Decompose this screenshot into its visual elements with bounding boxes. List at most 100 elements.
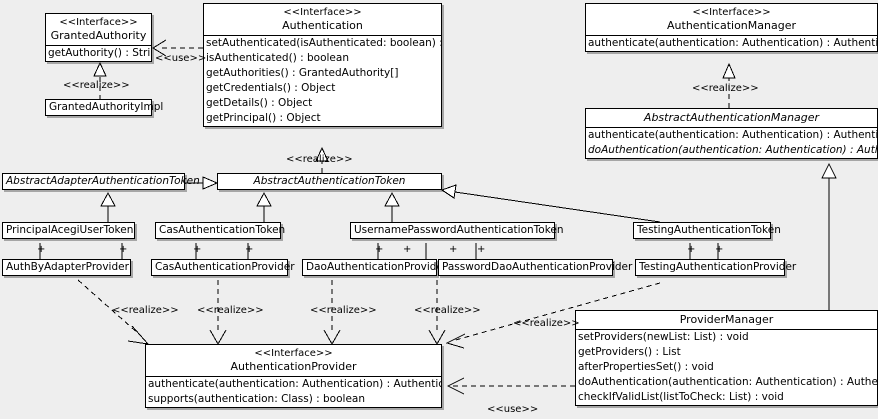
class-name-label: CasAuthenticationProvider bbox=[155, 261, 295, 273]
arrowhead-generalization-abstractauthtoken-left bbox=[202, 176, 219, 190]
class-box-abstract-adapter-authentication-token[interactable]: AbstractAdapterAuthenticationToken bbox=[2, 173, 200, 190]
arrowhead-realize-ap-pwddao bbox=[428, 329, 446, 346]
arrowhead-generalization-abstractauthtoken-cas bbox=[256, 191, 272, 207]
class-header-cas-authentication-provider: CasAuthenticationProvider bbox=[152, 260, 295, 275]
association-marker-plus: + bbox=[119, 244, 128, 255]
edge-generalization-testingauthenticationtoken bbox=[454, 191, 661, 223]
class-header-testing-authentication-token: TestingAuthenticationToken bbox=[634, 223, 781, 238]
edge-label-realize-dao-authentication-provider: <<realize>> bbox=[310, 305, 377, 316]
stereotype-label: <<Interface>> bbox=[59, 17, 138, 28]
member-row: getProviders() : List bbox=[578, 346, 681, 358]
class-name-label: CasAuthenticationToken bbox=[159, 224, 286, 236]
member-row: authenticate(authentication: Authenticat… bbox=[588, 129, 877, 141]
class-members-authentication: setAuthenticated(isAuthenticated: boolea… bbox=[204, 36, 441, 126]
class-name-label: PasswordDaoAuthenticationProvider bbox=[442, 261, 633, 273]
class-header-testing-authentication-provider: TestingAuthenticationProvider bbox=[636, 260, 796, 275]
class-name-label: AuthByAdapterProvider bbox=[6, 261, 129, 273]
stereotype-label: <<Interface>> bbox=[254, 348, 333, 359]
class-header-cas-authentication-token: CasAuthenticationToken bbox=[156, 223, 286, 238]
class-header-username-password-authentication-token: UsernamePasswordAuthenticationToken bbox=[351, 223, 564, 238]
arrowhead-generalization-abstractauthenticationmanager bbox=[821, 162, 837, 179]
class-box-principal-acegi-user-token[interactable]: PrincipalAcegiUserToken bbox=[2, 222, 135, 239]
class-name-label: PrincipalAcegiUserToken bbox=[6, 224, 134, 236]
class-box-username-password-authentication-token[interactable]: UsernamePasswordAuthenticationToken bbox=[350, 222, 564, 239]
class-divider bbox=[146, 376, 441, 377]
class-name-label: Authentication bbox=[282, 19, 363, 32]
class-box-abstract-authentication-token[interactable]: AbstractAuthenticationToken bbox=[217, 173, 442, 190]
edge-label-realize-abstract-authentication-token: <<realize>> bbox=[286, 154, 353, 165]
class-header-abstract-adapter-authentication-token: AbstractAdapterAuthenticationToken bbox=[3, 174, 200, 189]
member-row: doAuthentication(authentication: Authent… bbox=[588, 144, 877, 156]
edge-label-realize-testing-authentication-provider: <<realize>> bbox=[513, 318, 580, 329]
member-row: supports(authentication: Class) : boolea… bbox=[148, 393, 365, 405]
association-marker-plus: + bbox=[715, 244, 724, 255]
class-box-password-dao-authentication-provider[interactable]: PasswordDaoAuthenticationProvider bbox=[438, 259, 633, 276]
class-box-granted-authority-impl[interactable]: GrantedAuthorityImpl bbox=[45, 99, 163, 116]
arrowhead-realize-ap-cas bbox=[209, 329, 227, 346]
class-members-granted-authority: getAuthority() : String bbox=[46, 46, 151, 61]
class-header-dao-authentication-provider: DaoAuthenticationProvider bbox=[303, 260, 448, 275]
class-name-label: AbstractAuthenticationManager bbox=[643, 111, 820, 124]
stereotype-label: <<Interface>> bbox=[283, 7, 362, 18]
class-name-label: AuthenticationProvider bbox=[230, 360, 357, 373]
member-row: authenticate(authentication: Authenticat… bbox=[148, 378, 441, 390]
class-box-authentication-provider[interactable]: <<Interface>> AuthenticationProvider aut… bbox=[145, 344, 442, 408]
class-divider bbox=[46, 45, 151, 46]
edge-label-realize-abstract-authentication-manager: <<realize>> bbox=[692, 83, 759, 94]
member-row: setProviders(newList: List) : void bbox=[578, 331, 749, 343]
class-box-cas-authentication-provider[interactable]: CasAuthenticationProvider bbox=[151, 259, 295, 276]
arrowhead-realize-ap-testing bbox=[445, 333, 466, 349]
class-box-provider-manager[interactable]: ProviderManager setProviders(newList: Li… bbox=[575, 310, 878, 406]
arrowhead-realize-ap-dao bbox=[323, 329, 341, 346]
association-marker-plus: + bbox=[687, 244, 696, 255]
edge-label-realize-auth-by-adapter-provider: <<realize>> bbox=[112, 305, 179, 316]
class-members-abstract-authentication-manager: authenticate(authentication: Authenticat… bbox=[586, 128, 877, 158]
class-name-label: GrantedAuthority bbox=[50, 29, 147, 42]
class-name-label: ProviderManager bbox=[679, 313, 774, 326]
arrowhead-realize-grantedauthority bbox=[93, 61, 107, 77]
edge-realize-authbyadapterprovider bbox=[77, 279, 141, 336]
member-row: getAuthorities() : GrantedAuthority[] bbox=[206, 67, 399, 79]
class-box-testing-authentication-token[interactable]: TestingAuthenticationToken bbox=[633, 222, 781, 239]
class-box-dao-authentication-provider[interactable]: DaoAuthenticationProvider bbox=[302, 259, 448, 276]
class-divider bbox=[586, 127, 877, 128]
class-box-authentication[interactable]: <<Interface>> Authentication setAuthenti… bbox=[203, 3, 442, 127]
association-marker-plus: + bbox=[403, 244, 412, 255]
association-marker-plus: + bbox=[375, 244, 384, 255]
class-box-auth-by-adapter-provider[interactable]: AuthByAdapterProvider bbox=[2, 259, 131, 276]
class-divider bbox=[586, 35, 877, 36]
edge-label-use-provider-manager: <<use>> bbox=[487, 404, 539, 415]
class-header-principal-acegi-user-token: PrincipalAcegiUserToken bbox=[3, 223, 134, 238]
association-marker-plus: + bbox=[245, 244, 254, 255]
member-row: doAuthentication(authentication: Authent… bbox=[578, 376, 877, 388]
arrowhead-use-authenticationprovider bbox=[446, 377, 465, 395]
association-marker-plus: + bbox=[37, 244, 46, 255]
class-header-granted-authority-impl: GrantedAuthorityImpl bbox=[46, 100, 163, 115]
class-header-authentication-provider: <<Interface>> AuthenticationProvider bbox=[146, 345, 441, 376]
class-name-label: TestingAuthenticationToken bbox=[637, 224, 781, 236]
class-box-abstract-authentication-manager[interactable]: AbstractAuthenticationManager authentica… bbox=[585, 108, 878, 159]
class-header-abstract-authentication-manager: AbstractAuthenticationManager bbox=[586, 109, 877, 127]
class-box-testing-authentication-provider[interactable]: TestingAuthenticationProvider bbox=[635, 259, 796, 276]
member-row: checkIfValidList(listToCheck: List) : vo… bbox=[578, 391, 784, 403]
class-header-authentication-manager: <<Interface>> AuthenticationManager bbox=[586, 4, 877, 35]
arrowhead-realize-ap-authbyadapter bbox=[127, 325, 150, 345]
class-name-label: UsernamePasswordAuthenticationToken bbox=[354, 224, 564, 236]
class-name-label: AbstractAuthenticationToken bbox=[253, 175, 406, 187]
class-members-authentication-manager: authenticate(authentication: Authenticat… bbox=[586, 36, 877, 51]
class-header-granted-authority: <<Interface>> GrantedAuthority bbox=[46, 14, 151, 45]
class-box-granted-authority[interactable]: <<Interface>> GrantedAuthority getAuthor… bbox=[45, 13, 152, 62]
class-name-label: DaoAuthenticationProvider bbox=[306, 261, 448, 273]
member-row: authenticate(authentication: Authenticat… bbox=[588, 37, 877, 49]
member-row: getDetails() : Object bbox=[206, 97, 313, 109]
member-row: isAuthenticated() : boolean bbox=[206, 52, 349, 64]
class-box-authentication-manager[interactable]: <<Interface>> AuthenticationManager auth… bbox=[585, 3, 878, 52]
arrowhead-generalization-abstractauthtoken-upat bbox=[384, 191, 400, 207]
arrowhead-realize-authenticationmanager bbox=[722, 62, 736, 79]
class-box-cas-authentication-token[interactable]: CasAuthenticationToken bbox=[155, 222, 286, 239]
member-row: setAuthenticated(isAuthenticated: boolea… bbox=[206, 37, 441, 49]
association-marker-plus: + bbox=[477, 244, 486, 255]
class-members-authentication-provider: authenticate(authentication: Authenticat… bbox=[146, 377, 441, 407]
